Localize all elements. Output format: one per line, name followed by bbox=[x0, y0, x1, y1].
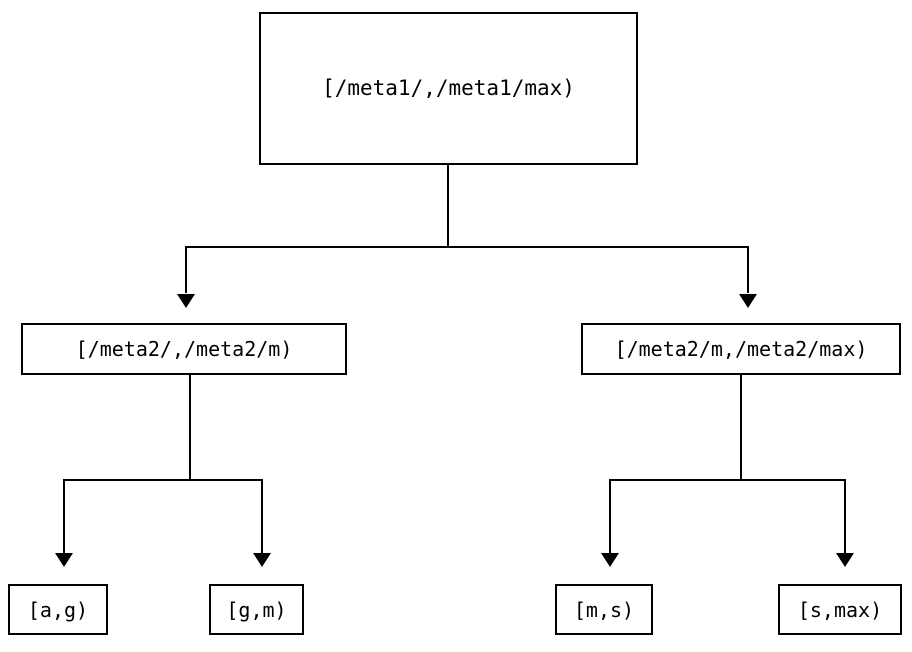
tree-node-mid-left[interactable]: [/meta2/,/meta2/m) bbox=[21, 323, 347, 375]
tree-leaf-node-3[interactable]: [m,s) bbox=[555, 584, 653, 635]
edge-root-to-mid-right bbox=[747, 246, 749, 293]
tree-node-mid-left-label: [/meta2/,/meta2/m) bbox=[75, 337, 293, 361]
edge-mid-left-stem bbox=[189, 375, 191, 480]
edge-mid-right-to-leaf-3 bbox=[609, 479, 611, 554]
edge-root-to-mid-left bbox=[185, 246, 187, 293]
arrowhead-mid-right-to-leaf-4-icon bbox=[836, 553, 854, 567]
edge-mid-right-bus bbox=[609, 479, 846, 481]
tree-leaf-node-2-label: [g,m) bbox=[226, 597, 287, 622]
tree-leaf-node-1-label: [a,g) bbox=[27, 597, 89, 622]
arrowhead-mid-left-to-leaf-1-icon bbox=[55, 553, 73, 567]
tree-node-mid-right[interactable]: [/meta2/m,/meta2/max) bbox=[581, 323, 901, 375]
edge-mid-right-to-leaf-4 bbox=[844, 479, 846, 554]
edge-mid-left-to-leaf-2 bbox=[261, 479, 263, 554]
edge-root-bus bbox=[185, 246, 749, 248]
arrowhead-root-to-mid-left-icon bbox=[177, 294, 195, 308]
edge-mid-left-to-leaf-1 bbox=[63, 479, 65, 554]
tree-leaf-node-2[interactable]: [g,m) bbox=[209, 584, 304, 635]
tree-leaf-node-1[interactable]: [a,g) bbox=[8, 584, 108, 635]
tree-leaf-node-3-label: [m,s) bbox=[573, 597, 635, 622]
arrowhead-mid-left-to-leaf-2-icon bbox=[253, 553, 271, 567]
tree-node-root[interactable]: [/meta1/,/meta1/max) bbox=[259, 12, 638, 165]
arrowhead-mid-right-to-leaf-3-icon bbox=[601, 553, 619, 567]
tree-leaf-node-4-label: [s,max) bbox=[797, 597, 883, 622]
edge-mid-right-stem bbox=[740, 375, 742, 480]
tree-node-mid-right-label: [/meta2/m,/meta2/max) bbox=[614, 337, 868, 361]
tree-node-root-label: [/meta1/,/meta1/max) bbox=[322, 76, 575, 100]
tree-leaf-node-4[interactable]: [s,max) bbox=[778, 584, 902, 635]
arrowhead-root-to-mid-right-icon bbox=[739, 294, 757, 308]
edge-mid-left-bus bbox=[63, 479, 263, 481]
edge-root-stem bbox=[447, 165, 449, 248]
